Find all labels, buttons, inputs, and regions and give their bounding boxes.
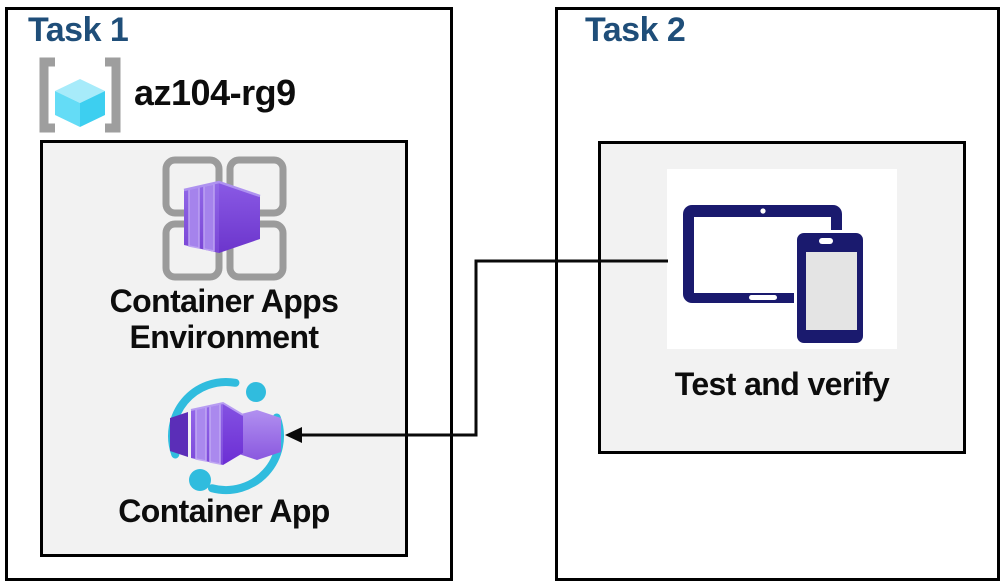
container-app-label: Container App bbox=[118, 493, 330, 529]
device-icon-plate bbox=[667, 169, 897, 349]
resource-group-name: az104-rg9 bbox=[134, 72, 296, 113]
test-and-verify-label: Test and verify bbox=[674, 366, 890, 402]
resource-group-icon bbox=[39, 57, 121, 133]
task2-title: Task 2 bbox=[585, 11, 686, 49]
tablet-phone-icon bbox=[683, 205, 866, 346]
task1-title: Task 1 bbox=[28, 11, 129, 49]
container-apps-environment-icon bbox=[162, 156, 287, 281]
container-app-icon bbox=[168, 378, 284, 494]
environment-label: Container Apps Environment bbox=[109, 283, 339, 355]
